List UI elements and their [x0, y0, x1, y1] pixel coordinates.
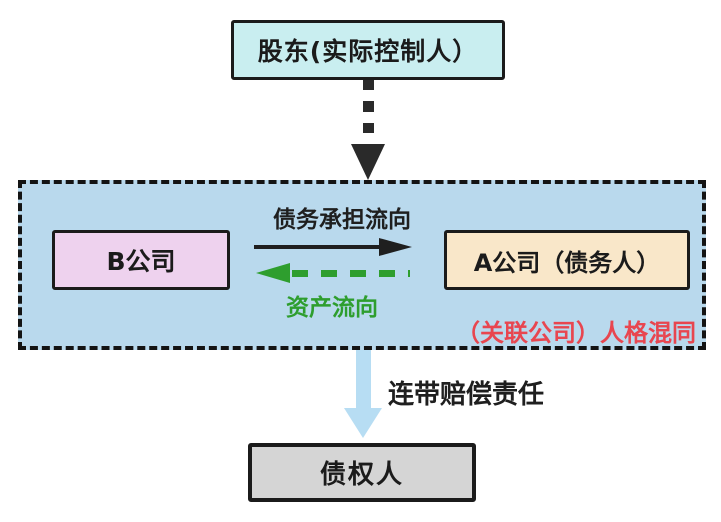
- arrowhead-right-icon: [379, 238, 412, 256]
- asset-flow-arrow-left-icon: [256, 263, 410, 283]
- debt-flow-arrow-right-icon: [254, 238, 412, 256]
- affiliated-group-container: B公司 A公司（债务人） 债务承担流向 资产流向 （关联公司）人格混同: [18, 180, 706, 350]
- company-b-label: B公司: [106, 247, 176, 276]
- dashed-arrow-shaft: [292, 269, 410, 277]
- company-a-label: A公司（债务人）: [473, 248, 661, 277]
- personality-confusion-note: （关联公司）人格混同: [456, 319, 696, 347]
- asset-flow-label: 资产流向: [286, 295, 378, 321]
- creditor-box: 债权人: [248, 443, 476, 502]
- control-dotted-arrow: [351, 80, 385, 180]
- liability-label: 连带赔偿责任: [388, 380, 545, 410]
- arrowhead-down-icon: [344, 408, 382, 438]
- company-b-box: B公司: [52, 230, 230, 290]
- arrow-shaft: [356, 350, 371, 410]
- debt-flow-label: 债务承担流向: [273, 207, 411, 233]
- shareholder-box: 股东(实际控制人）: [231, 20, 505, 80]
- arrowhead-down-icon: [351, 143, 385, 180]
- arrowhead-left-icon: [256, 263, 290, 283]
- shareholder-label: 股东(实际控制人）: [257, 37, 479, 66]
- company-a-box: A公司（债务人）: [444, 230, 690, 290]
- dotted-arrow-dot: [362, 101, 374, 112]
- liability-arrow-down-icon: [344, 350, 382, 438]
- dotted-arrow-dot: [362, 80, 374, 91]
- dotted-arrow-dot: [362, 122, 374, 133]
- arrow-shaft: [254, 245, 379, 249]
- creditor-label: 债权人: [319, 460, 404, 490]
